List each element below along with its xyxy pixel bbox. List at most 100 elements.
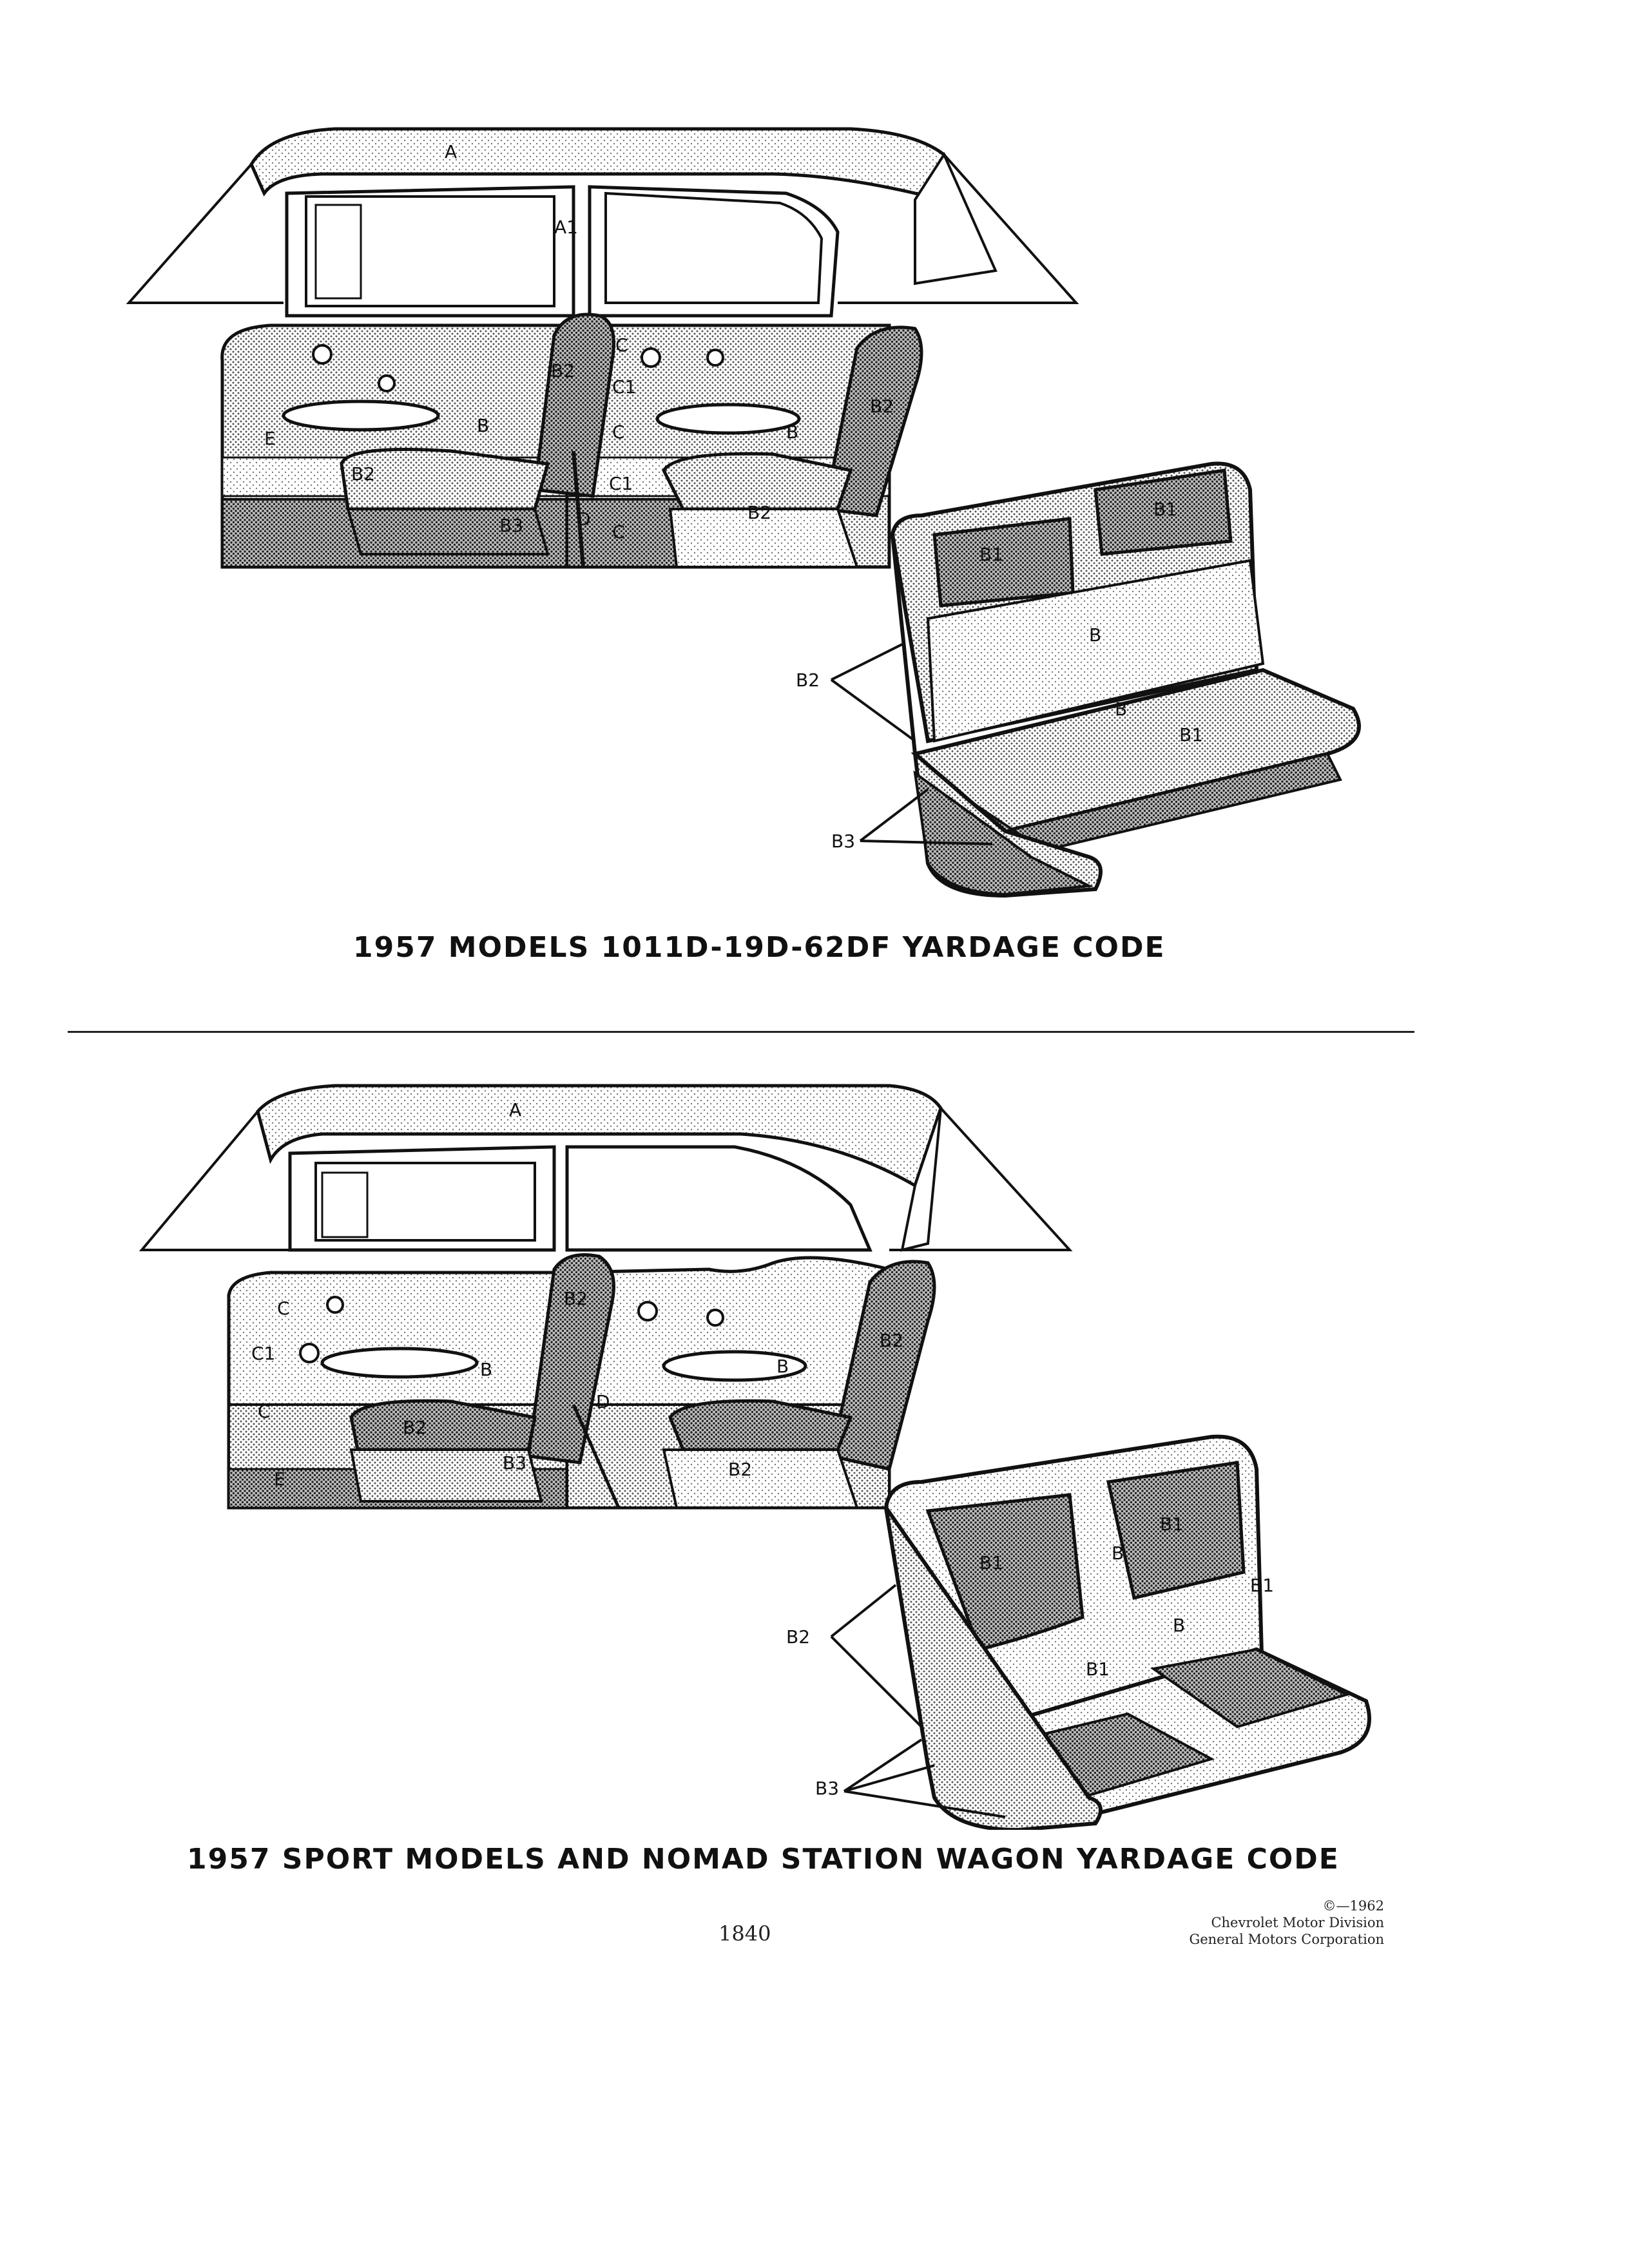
copyright-division: Chevrolet Motor Division (1211, 1915, 1384, 1930)
label-bench-b1-front: B1 (1179, 724, 1203, 745)
roof-headliner (256, 1084, 943, 1188)
rear-quarter-glass (914, 151, 998, 285)
vent-window (321, 1171, 369, 1238)
label-c-upper: C (277, 1298, 290, 1319)
window-crank-rear (637, 1301, 658, 1321)
front-seat-cushion (340, 448, 550, 511)
label-b-front: B (477, 415, 489, 436)
leader-b3 (843, 1738, 1006, 1818)
top-bench-seat (830, 461, 1361, 898)
label-b3-front: B3 (503, 1452, 526, 1474)
bottom-interior-diagram: A C C1 C E B2 B B2 B3 D B B2 B2 B1 B1 B … (0, 1057, 1629, 1830)
label-b-rear: B (776, 1356, 789, 1377)
label-bench-b-back: B (1112, 1542, 1124, 1564)
leader-b3 (859, 788, 993, 845)
bottom-diagram-svg: A C C1 C E B2 B B2 B3 D B B2 B2 B1 B1 B … (139, 1084, 1371, 1830)
label-bench-b1-seat-front: B1 (1086, 1658, 1110, 1680)
bench-insert-right (1106, 1461, 1246, 1600)
label-bench-b1-seat-right: B1 (1250, 1575, 1274, 1596)
label-b2-front-seat: B2 (403, 1417, 427, 1438)
section-divider (68, 1031, 1414, 1033)
top-diagram-svg: A A1 C C1 C C1 C E B B2 B2 B3 D B B2 B2 … (126, 127, 1361, 898)
bench-insert-right (1094, 468, 1233, 556)
top-caption: 1957 MODELS 1011D-19D-62DF YARDAGE CODE (353, 931, 1166, 964)
label-c-front: C (615, 334, 628, 356)
rear-window (565, 1145, 872, 1252)
label-b2-front-back: B2 (551, 360, 575, 381)
label-a: A (509, 1099, 521, 1120)
door-weatherstrip-d (572, 450, 585, 568)
label-c1-front: C1 (612, 376, 636, 398)
bench-insert-left (925, 1493, 1084, 1651)
bench-cushion-insert-right (1150, 1648, 1351, 1729)
label-b-rear: B (786, 421, 798, 443)
label-a: A (445, 141, 457, 162)
copyright-block: ©—1962 Chevrolet Motor Division General … (1189, 1898, 1384, 1948)
label-d: D (577, 508, 591, 530)
door-handle-rear (706, 1309, 724, 1327)
label-b2-front-back: B2 (564, 1288, 588, 1309)
rear-seat-cushion (662, 452, 853, 511)
window-crank-front (299, 1343, 320, 1363)
label-bench-b2: B2 (786, 1626, 810, 1648)
top-labels: A A1 C C1 C C1 C E B B2 B2 B3 D B B2 B2 … (264, 141, 1203, 852)
bench-back-lower (926, 559, 1265, 743)
rear-seat-base (668, 508, 859, 568)
front-armrest (282, 399, 440, 432)
label-bench-b3: B3 (815, 1778, 839, 1799)
rear-armrest (655, 403, 801, 435)
label-b2-front-seat: B2 (351, 463, 375, 485)
label-e: E (274, 1468, 285, 1490)
window-crank-rear (641, 347, 661, 368)
label-c1-front-low: C1 (609, 473, 633, 494)
rear-glass-edge (889, 1107, 1073, 1251)
label-bench-b1-left: B1 (979, 544, 1003, 565)
front-seat-back (526, 1253, 615, 1465)
front-seat-back (533, 312, 615, 498)
label-b2-rear-back: B2 (870, 396, 894, 417)
label-c1: C1 (251, 1343, 275, 1364)
bottom-caption: 1957 SPORT MODELS AND NOMAD STATION WAGO… (187, 1843, 1340, 1876)
label-bench-b-seat: B (1115, 698, 1127, 720)
leader-b2 (830, 1584, 923, 1728)
windshield-edge (126, 163, 284, 304)
rear-glass-edge (838, 153, 1079, 304)
label-b2-rear-seat: B2 (747, 502, 771, 523)
page-number: 1840 (718, 1921, 771, 1946)
copyright-corporation: General Motors Corporation (1189, 1932, 1384, 1947)
front-seat-base (349, 1448, 543, 1503)
rear-seat-base (662, 1448, 859, 1509)
bench-side-lower (913, 770, 1094, 896)
label-bench-b1-left: B1 (979, 1552, 1003, 1573)
windshield-edge (139, 1110, 290, 1251)
door-panel-d (572, 1403, 621, 1509)
label-b2-rear-back: B2 (880, 1330, 903, 1351)
window-crank-front (312, 344, 333, 365)
front-seat-base (346, 508, 550, 555)
label-bench-b2: B2 (796, 669, 820, 691)
label-b-front: B (480, 1359, 492, 1380)
rear-seat-back (829, 1260, 936, 1471)
rear-seat-cushion (668, 1399, 853, 1452)
label-c-bottom: C (612, 521, 625, 543)
door-handle-rear (706, 349, 724, 367)
vent-window (314, 204, 362, 300)
label-b3-front: B3 (499, 515, 523, 536)
label-d: D (596, 1391, 610, 1412)
bottom-labels: A C C1 C E B2 B B2 B3 D B B2 B2 B1 B1 B … (251, 1099, 1274, 1799)
rear-armrest (662, 1350, 807, 1382)
label-b2-rear-seat: B2 (728, 1459, 752, 1480)
door-handle-front (378, 374, 396, 392)
leader-b2 (830, 643, 916, 742)
front-seat-cushion (349, 1399, 537, 1452)
label-c-lower: C (258, 1401, 271, 1422)
label-bench-b1-right: B1 (1160, 1514, 1184, 1535)
label-e: E (264, 428, 276, 449)
front-armrest (320, 1347, 479, 1379)
label-c-front-low: C (612, 421, 625, 443)
label-bench-b-back: B (1089, 624, 1101, 646)
rear-pillar (900, 1108, 942, 1252)
top-interior-diagram: A A1 C C1 C C1 C E B B2 B2 B3 D B B2 B2 … (0, 0, 1629, 902)
bottom-bench-seat (830, 1434, 1371, 1830)
door-handle-front (326, 1296, 344, 1314)
